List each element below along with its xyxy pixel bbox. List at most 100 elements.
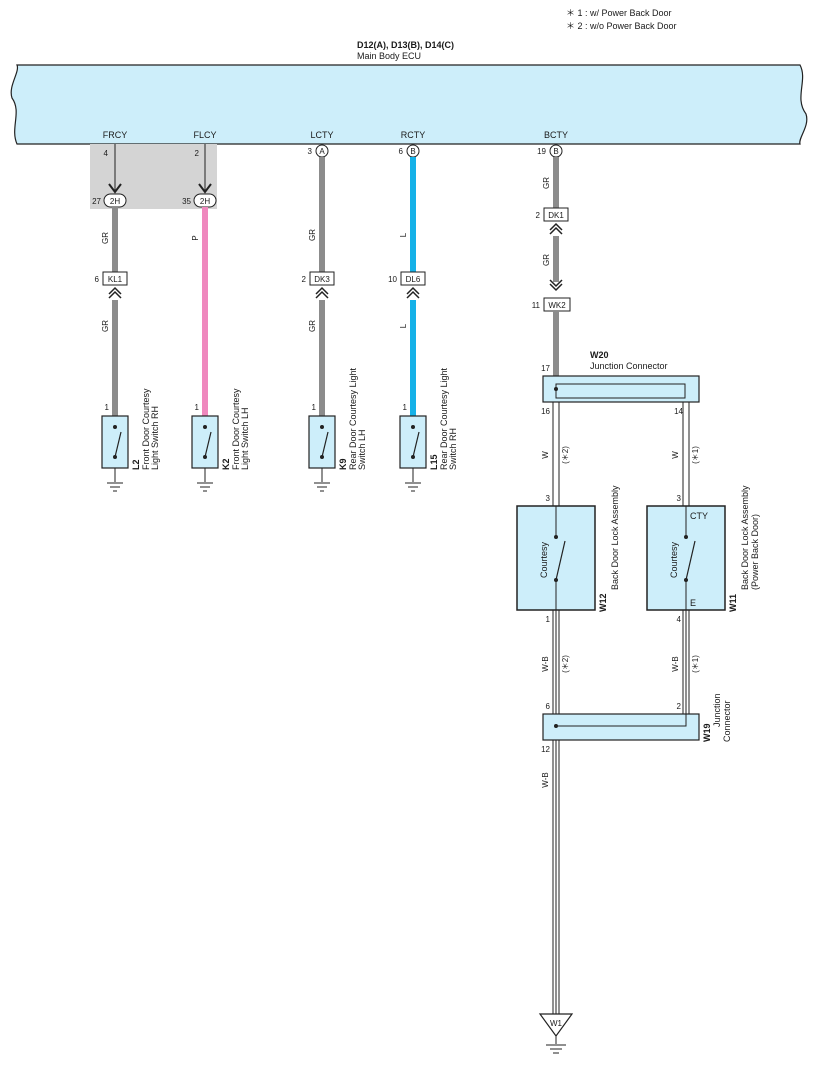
wire-wb-left: [552, 610, 560, 714]
w12-back-door-lock: [516, 505, 596, 611]
w19-pin-out: 12: [541, 745, 550, 754]
connector-dk3-label: DK3: [314, 275, 330, 284]
pin-frcy: 4: [104, 149, 109, 158]
w19-pin-left: 6: [546, 702, 551, 711]
w20-pin-right: 14: [674, 407, 683, 416]
wire-color-label: L: [399, 323, 408, 328]
w19-name-2: Connector: [722, 700, 732, 742]
wire-color-label: GR: [542, 254, 551, 266]
wire-color-label: GR: [101, 320, 110, 332]
w11-e-label: E: [690, 598, 696, 608]
switch-k9-code: K9: [338, 458, 348, 470]
wire-color-label: W-B: [541, 656, 550, 671]
ground-icon: [546, 1044, 566, 1054]
ground-icon: [107, 482, 123, 492]
terminal-rcty: RCTY: [401, 130, 426, 140]
w11-pin-bottom: 4: [677, 615, 682, 624]
ground-icon: [197, 482, 213, 492]
terminal-flcy: FLCY: [193, 130, 216, 140]
switch-k9-pin: 1: [312, 403, 317, 412]
chevron-up-icon: [315, 286, 329, 299]
w20-pin-left: 16: [541, 407, 550, 416]
connector-2h-a-pin: 27: [92, 197, 101, 206]
switch-k9: [308, 415, 336, 492]
switch-k2-pin: 1: [195, 403, 200, 412]
w20-pin-in: 17: [541, 364, 550, 373]
ground-icon: [314, 482, 330, 492]
connector-dk1-pin: 2: [536, 211, 541, 220]
w11-switch-label: Courtesy: [669, 541, 679, 578]
main-body-ecu-box: [10, 64, 808, 145]
w11-sub: (Power Back Door): [750, 514, 760, 590]
wire-color-label: W-B: [671, 656, 680, 671]
switch-l15-name-1: Rear Door Courtesy Light: [439, 367, 449, 470]
wire-color-label: GR: [308, 229, 317, 241]
switch-l2-pin: 1: [105, 403, 110, 412]
w12-switch-label: Courtesy: [539, 541, 549, 578]
w11-pin-top: 3: [677, 494, 682, 503]
chevron-up-icon: [406, 286, 420, 299]
connector-2h-b-label: 2H: [200, 197, 210, 206]
wire-color-label: GR: [101, 232, 110, 244]
wire-color-label: GR: [542, 177, 551, 189]
w19-node: [554, 724, 558, 728]
switch-l15: [399, 415, 427, 492]
variant-note: (＊1): [691, 446, 700, 464]
connector-dk1-label: DK1: [548, 211, 564, 220]
wire-wb-ground: [552, 740, 560, 1014]
w20-node: [554, 387, 558, 391]
connector-2h-a-label: 2H: [110, 197, 120, 206]
w11-name: Back Door Lock Assembly: [740, 485, 750, 590]
w12-pin-bottom: 1: [546, 615, 551, 624]
w19-code: W19: [702, 723, 712, 742]
connector-dl6-pin: 10: [388, 275, 397, 284]
ground-point-w1: [538, 1013, 574, 1054]
w11-code: W11: [728, 594, 738, 612]
connector-dk1: [543, 207, 569, 222]
wire-wb-right: [682, 610, 690, 714]
note-power-back-door: ＊ 1 : w/ Power Back Door: [566, 8, 672, 18]
w11-back-door-lock: [646, 505, 726, 611]
chevron-up-icon: [549, 222, 563, 235]
wire-color-label: W: [541, 451, 550, 459]
connector-dl6-label: DL6: [406, 275, 421, 284]
ecu-connectors: D12(A), D13(B), D14(C): [357, 40, 454, 50]
terminal-bcty: BCTY: [544, 130, 568, 140]
variant-note: (＊2): [561, 446, 570, 464]
connector-kl1: [102, 271, 128, 286]
wire-color-label: W: [671, 451, 680, 459]
terminal-frcy: FRCY: [103, 130, 128, 140]
connector-kl1-label: KL1: [108, 275, 123, 284]
connector-wk2-label: WK2: [548, 301, 566, 310]
pin-bcty: 19: [537, 147, 546, 156]
arrow-icon: [198, 183, 212, 194]
ground-icon: [405, 482, 421, 492]
switch-l2-name-2: Light Switch RH: [150, 406, 160, 470]
switch-k9-name-2: Switch LH: [357, 429, 367, 470]
variant-note: (＊1): [691, 655, 700, 673]
w19-pin-right: 2: [677, 702, 682, 711]
variant-note: (＊2): [561, 655, 570, 673]
switch-l2-code: L2: [131, 459, 141, 470]
w12-code: W12: [598, 593, 608, 612]
wire-color-label: L: [399, 232, 408, 237]
w19-name-1: Junction: [712, 693, 722, 727]
w12-name: Back Door Lock Assembly: [610, 485, 620, 590]
w11-cty-label: CTY: [690, 511, 708, 521]
switch-k2-name-2: Light Switch LH: [240, 407, 250, 470]
note-no-power-back-door: ＊ 2 : w/o Power Back Door: [566, 21, 677, 31]
connector-kl1-pin: 6: [95, 275, 100, 284]
w19-junction-connector: [542, 713, 700, 741]
connector-b-label: B: [410, 147, 415, 156]
switch-k9-name-1: Rear Door Courtesy Light: [348, 367, 358, 470]
connector-dl6: [400, 271, 426, 286]
wire-color-label: P: [191, 235, 200, 240]
switch-l15-pin: 1: [403, 403, 408, 412]
connector-b-label: B: [553, 147, 558, 156]
switch-l2-name-1: Front Door Courtesy: [141, 388, 151, 470]
connector-2h-b-pin: 35: [182, 197, 191, 206]
wire-color-label: GR: [308, 320, 317, 332]
switch-l15-code: L15: [429, 454, 439, 470]
ecu-name: Main Body ECU: [357, 51, 421, 61]
